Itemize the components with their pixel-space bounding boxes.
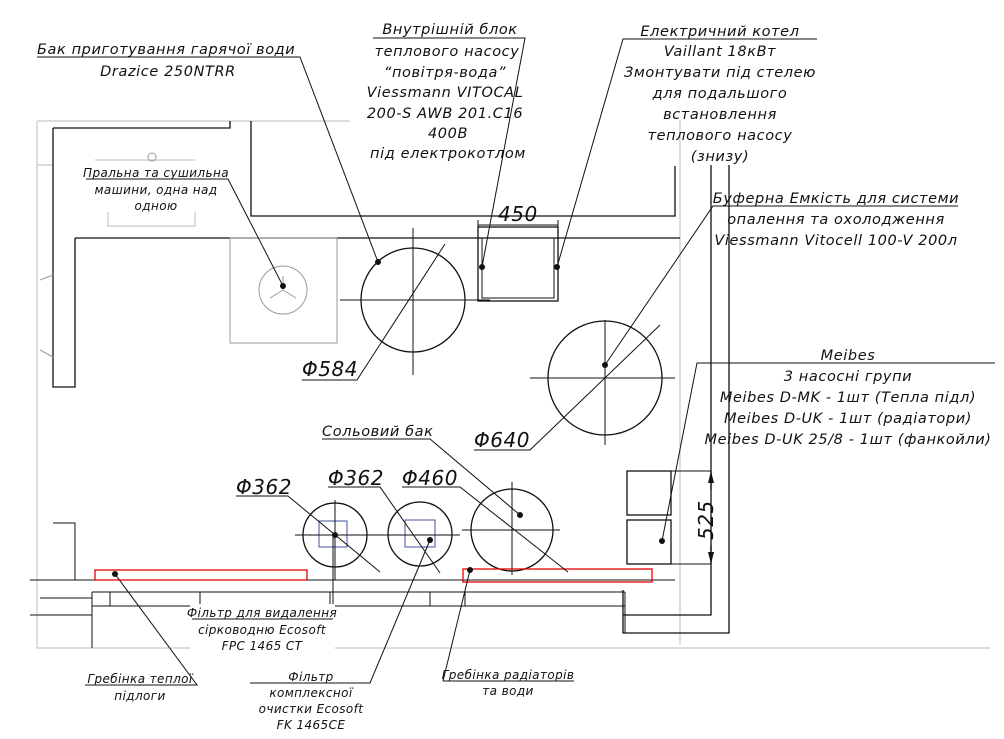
label-line: сірководню Ecosoft (198, 623, 327, 637)
label-line: Viessmann VITOCAL (367, 85, 524, 101)
label-line: очистки Ecosoft (259, 702, 365, 716)
label-line: Vaillant 18кВт (664, 44, 776, 60)
dim-362-a: Φ362 (236, 475, 292, 499)
label-line: Фільтр для видалення (187, 606, 337, 620)
label-line: комплексної (269, 686, 354, 700)
label-line: 200-S AWB 201.C16 (367, 106, 523, 122)
hot-water-tank-model: Drazice 250NTRR (100, 64, 236, 80)
meibes-label: Meibes 3 насосні групи Meibes D-MK - 1шт… (704, 348, 991, 448)
label-line: FK 1465CE (277, 718, 346, 732)
label-line: Meibes D-MK - 1шт (Тепла підл) (720, 390, 976, 406)
dim-450: 450 (498, 202, 538, 226)
label-line: 400В (428, 126, 468, 142)
hot-water-tank (340, 228, 490, 375)
complex-filter-label: Фільтр комплексної очистки Ecosoft FK 14… (259, 670, 365, 732)
dim-584: Φ584 (302, 357, 358, 381)
heat-pump-indoor-label: Внутрішній блок теплового насосу “повітр… (367, 22, 526, 162)
filters (295, 482, 560, 580)
radiator-manifold-label: Гребінка радіаторів та води (442, 668, 575, 698)
washer-label: Пральна та сушильна машини, одна над одн… (83, 166, 229, 213)
label-line: (знизу) (691, 149, 749, 165)
buffer-tank (530, 320, 675, 445)
label-line: Гребінка радіаторів (442, 668, 575, 682)
label-line: “повітря-вода” (384, 65, 506, 81)
label-line: Meibes D-UK 25/8 - 1шт (фанкойли) (704, 432, 991, 448)
label-line: Пральна та сушильна (83, 166, 229, 180)
electric-boiler-label: Електричний котел Vaillant 18кВт Змонтув… (624, 24, 816, 165)
dim-525: 525 (694, 500, 718, 540)
washer-dryer (95, 152, 338, 344)
leader-dots (112, 259, 665, 577)
label-line: підлоги (114, 689, 165, 703)
label-line: Viessmann Vitocell 100-V 200л (714, 233, 957, 249)
label-line: встановлення (663, 107, 777, 123)
floor-manifold-label: Гребінка теплої підлоги (87, 672, 194, 703)
meibes-pump-groups: 525 (626, 470, 718, 565)
label-line: під електрокотлом (370, 146, 526, 162)
label-line: опалення та охолодження (727, 212, 945, 228)
label-line: Внутрішній блок (382, 22, 517, 38)
label-line: та води (482, 684, 533, 698)
label-line: Електричний котел (640, 24, 799, 40)
label-line: Буферна Емкість для системи (713, 191, 959, 207)
label-line: Гребінка теплої (87, 672, 194, 686)
electric-boiler: 450 (477, 202, 559, 302)
floor-heating-manifold (94, 569, 308, 581)
label-line: 3 насосні групи (784, 369, 912, 385)
leader-lines (37, 37, 995, 686)
h2s-filter-label: Фільтр для видалення сірководню Ecosoft … (187, 604, 337, 654)
label-line: Meibes D-UK - 1шт (радіатори) (724, 411, 972, 427)
dim-640: Φ640 (474, 428, 530, 452)
label-line: теплового насосу (648, 128, 793, 144)
label-line: машини, одна над (94, 183, 217, 197)
dim-362-b: Φ362 (328, 466, 384, 490)
label-line: теплового насосу (375, 44, 520, 60)
salt-tank-label: Сольовий бак (322, 424, 433, 440)
label-line: Фільтр (288, 670, 333, 684)
buffer-tank-label: Буферна Емкість для системи опалення та … (713, 191, 959, 249)
radiator-manifold (462, 568, 653, 583)
hot-water-tank-label: Бак приготування гарячої води (37, 42, 295, 58)
label-line: одною (135, 199, 178, 213)
walls (30, 120, 990, 649)
label-line: Змонтувати під стелею (624, 65, 816, 81)
label-line: для подальшого (652, 86, 788, 102)
label-line: FPC 1465 CT (222, 639, 304, 653)
dim-460: Φ460 (402, 466, 458, 490)
label-line: Meibes (821, 348, 876, 364)
